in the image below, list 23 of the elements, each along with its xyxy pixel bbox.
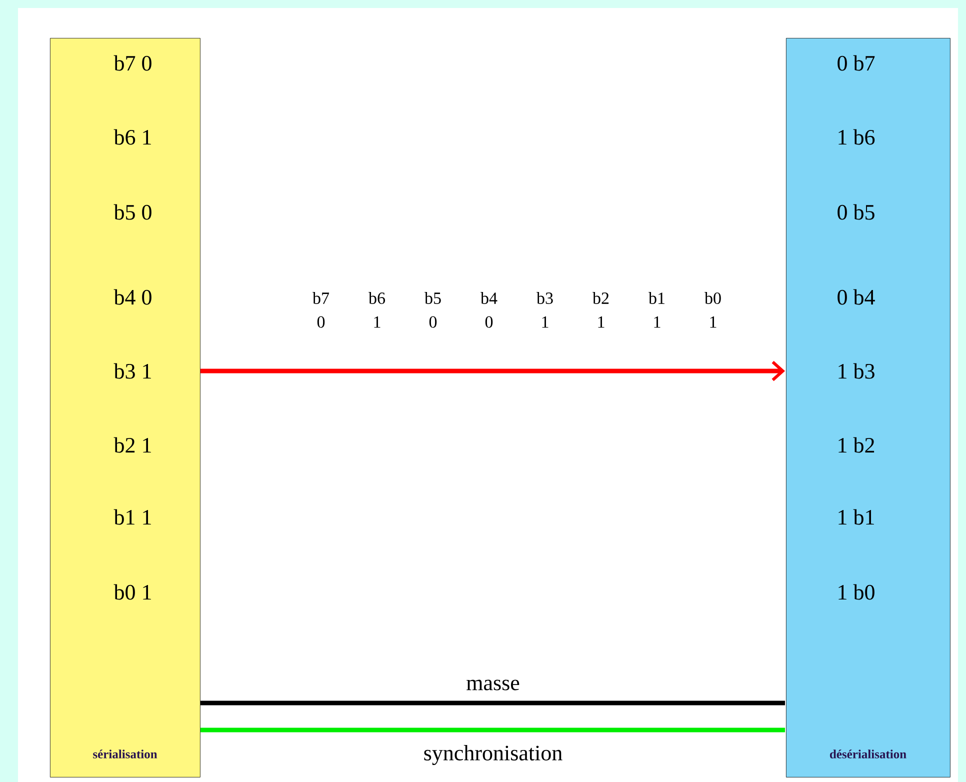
bit-label: b4 [480,292,498,304]
bit-label: 1 [374,316,380,328]
bit-label: 1 [710,316,716,328]
edge-label: masse [466,680,520,690]
bit-label: 1 [598,316,604,328]
wire [200,700,785,706]
deserializer-box: 0 b7 1 b6 0 b5 0 b4 1 b3 1 b2 1 b1 1 b0 désérialisation [786,38,950,778]
wire [200,728,785,732]
edge-label: synchronisation [424,745,562,766]
bit-label: 0 [429,316,437,328]
bit-label: b1 [648,292,664,304]
bit-label: b3 [536,292,553,304]
bit-label: b5 [424,292,441,304]
bit-label: 0 [317,316,325,328]
bit-label: b7 [312,292,330,304]
bit-label: 1 [654,316,660,328]
bit-label: b2 [592,292,609,304]
wire [200,360,786,382]
bit-label: 0 [485,316,493,328]
bit-label: b0 [704,292,721,304]
bit-label: b6 [368,292,385,304]
bit-label: 1 [542,316,548,328]
serializer-box: b7 0 b6 1 b5 0 b4 0 b3 1 b2 1 b1 1 b0 1 sérialisation [50,38,200,778]
